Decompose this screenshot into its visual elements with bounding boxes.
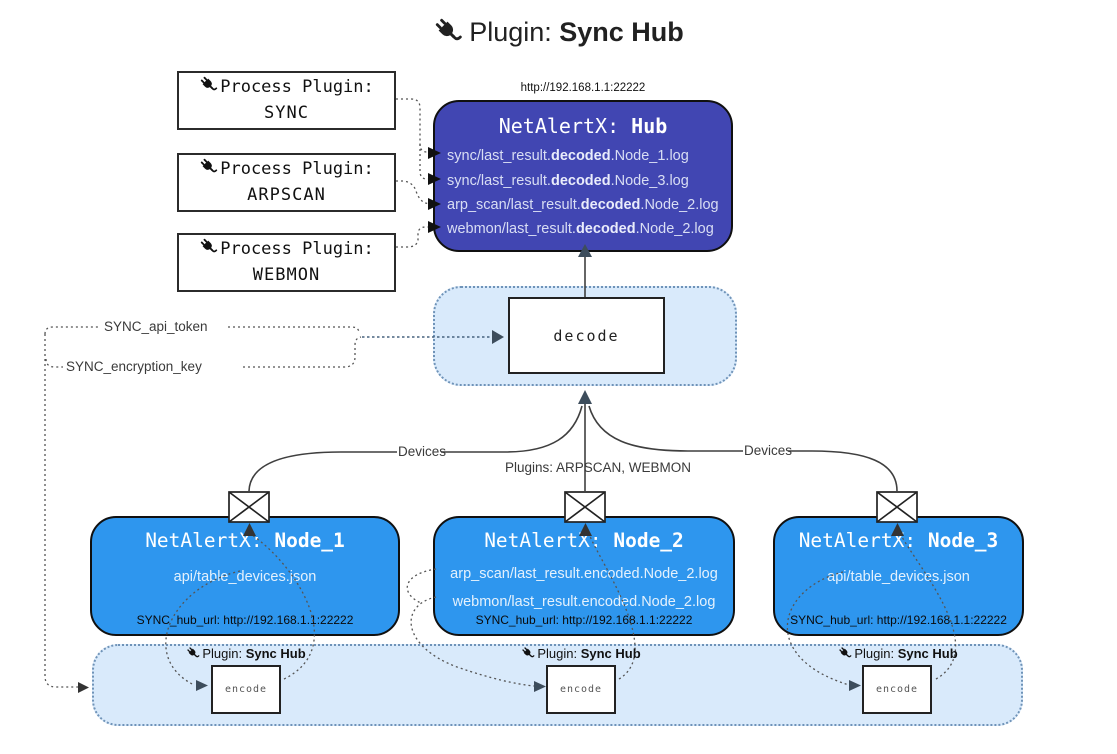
plug-icon [521, 646, 535, 660]
edge-sync-to-hub [396, 98, 431, 153]
edge-keys-to-encoders [44, 334, 78, 688]
edge-sync-to-hub-2 [419, 144, 431, 180]
encode-box: encode [862, 665, 932, 714]
process-plugin-name: ARPSCAN [247, 184, 326, 205]
node-content: api/table_devices.json [96, 560, 394, 594]
devices-right-label: Devices [744, 443, 793, 458]
hub-log-entry: sync/last_result.decoded.Node_1.log [447, 147, 689, 164]
edge-webmon-to-hub [396, 226, 431, 248]
node-3-box: NetAlertX: Node_3 api/table_devices.json… [773, 516, 1024, 636]
edge-node2-to-encode [406, 568, 437, 604]
hub-log-entry: webmon/last_result.decoded.Node_2.log [447, 220, 714, 237]
node-content: api/table_devices.json [779, 560, 1018, 594]
process-plugin-box-sync: Process Plugin: SYNC [177, 71, 396, 130]
plugins-center-label: Plugins: ARPSCAN, WEBMON [505, 460, 692, 475]
edge-api-token [44, 326, 100, 335]
encoder-plugin-label: Plugin: Sync Hub [501, 646, 661, 661]
plug-icon [199, 157, 218, 176]
plug-icon [199, 75, 218, 94]
node-title: NetAlertX: Node_2 [484, 529, 684, 552]
arrow-into-decode-container [578, 390, 592, 404]
encode-box: encode [211, 665, 281, 714]
hub-url-label: http://192.168.1.1:22222 [520, 82, 646, 94]
edge-api-token [228, 326, 360, 334]
node-hub-url: SYNC_hub_url: http://192.168.1.1:22222 [136, 613, 354, 627]
edge-node1-devices [441, 405, 583, 453]
encoder-plugin-label: Plugin: Sync Hub [166, 646, 326, 661]
plug-icon [199, 237, 218, 256]
edge-node3-devices [588, 405, 743, 452]
edge-node1-devices [248, 451, 397, 492]
edge-encryption-key [243, 336, 362, 368]
process-plugin-label: Process Plugin: [199, 75, 374, 101]
edge-node3-devices [788, 450, 898, 492]
sync-encryption-key-label: SYNC_encryption_key [66, 359, 202, 374]
plug-icon [186, 646, 200, 660]
hub-log-list: sync/last_result.decoded.Node_1.log sync… [447, 143, 725, 240]
process-plugin-name: WEBMON [252, 264, 321, 285]
edge-encryption-key [45, 358, 63, 368]
devices-left-label: Devices [398, 444, 447, 459]
encode-box: encode [546, 665, 616, 714]
process-plugin-box-arpscan: Process Plugin: ARPSCAN [177, 153, 396, 212]
node-content: arp_scan/last_result.encoded.Node_2.log … [439, 560, 729, 616]
hub-log-entry: sync/last_result.decoded.Node_3.log [447, 172, 689, 189]
node-title: NetAlertX: Node_1 [145, 529, 345, 552]
node-1-box: NetAlertX: Node_1 api/table_devices.json… [90, 516, 400, 636]
page-title: Plugin: Sync Hub [0, 16, 1117, 48]
node-2-box: NetAlertX: Node_2 arp_scan/last_result.e… [433, 516, 735, 636]
edge-arpscan-to-hub [396, 180, 432, 205]
node-title: NetAlertX: Node_3 [798, 529, 999, 552]
title-label: Plugin: [469, 17, 552, 47]
decode-box: decode [508, 297, 665, 374]
hub-box: NetAlertX: Hub sync/last_result.decoded.… [433, 100, 733, 252]
plug-icon [433, 16, 463, 46]
hub-log-entry: arp_scan/last_result.decoded.Node_2.log [447, 197, 719, 213]
process-plugin-label: Process Plugin: [199, 237, 374, 263]
arrow-into-encoder-bar [78, 682, 89, 693]
plug-icon [838, 646, 852, 660]
node-line: webmon/last_result.encoded.Node_2.log [452, 594, 716, 610]
node-line: api/table_devices.json [173, 569, 317, 585]
process-plugin-label: Process Plugin: [199, 157, 374, 183]
hub-title: NetAlertX: Hub [498, 114, 668, 138]
process-plugin-name: SYNC [264, 102, 309, 123]
process-plugin-box-webmon: Process Plugin: WEBMON [177, 233, 396, 292]
encoder-plugin-label: Plugin: Sync Hub [818, 646, 978, 661]
node-hub-url: SYNC_hub_url: http://192.168.1.1:22222 [475, 613, 693, 627]
node-line: api/table_devices.json [827, 569, 970, 585]
node-hub-url: SYNC_hub_url: http://192.168.1.1:22222 [790, 613, 1007, 627]
sync-api-token-label: SYNC_api_token [104, 319, 208, 334]
title-name: Sync Hub [559, 17, 684, 47]
node-line: arp_scan/last_result.encoded.Node_2.log [450, 566, 718, 582]
